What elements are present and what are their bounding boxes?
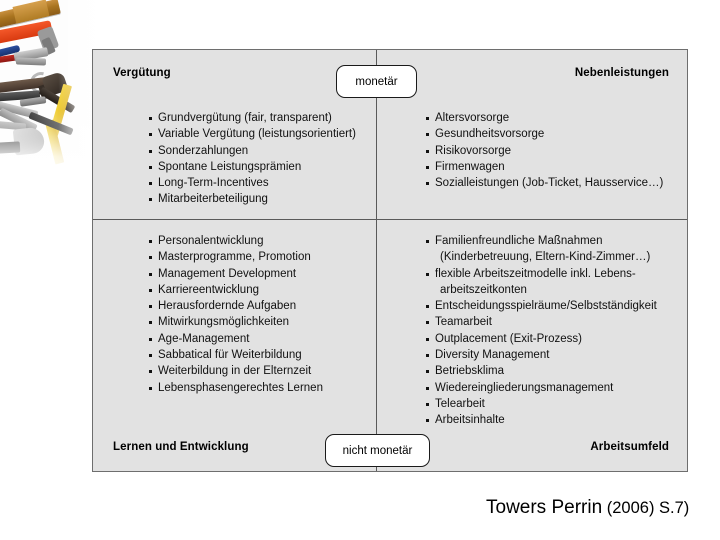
vertical-divider — [376, 50, 377, 471]
caption-detail: (2006) S.7) — [602, 499, 690, 517]
list-item: Sonderzahlungen — [149, 143, 356, 159]
list-item: Mitarbeiterbeteiligung — [149, 191, 356, 207]
caption-source: Towers Perrin — [486, 497, 603, 518]
list-item: Teamarbeit — [426, 314, 657, 330]
quadrant-label-lernen-und-entwicklung: Lernen und Entwicklung — [113, 441, 249, 453]
axis-pill-monetaer: monetär — [336, 65, 417, 98]
list-item: Wiedereingliederungsmanagement — [426, 380, 657, 396]
list-item: Outplacement (Exit-Prozess) — [426, 331, 657, 347]
list-item: Karriereentwicklung — [149, 282, 323, 298]
total-reward-matrix: Vergütung Nebenleistungen Lernen und Ent… — [92, 49, 688, 472]
list-item: Grundvergütung (fair, transparent) — [149, 110, 356, 126]
list-item: Spontane Leistungsprämien — [149, 159, 356, 175]
list-item: Entscheidungsspielräume/Selbstständigkei… — [426, 298, 657, 314]
list-item: Familienfreundliche Maßnahmen — [426, 233, 657, 249]
list-item: Lebensphasengerechtes Lernen — [149, 380, 323, 396]
quadrant-label-nebenleistungen: Nebenleistungen — [574, 67, 669, 79]
list-item: arbeitszeitkonten — [440, 283, 527, 296]
list-item: Variable Vergütung (leistungsorientiert) — [149, 126, 356, 142]
list-item: Altersvorsorge — [426, 110, 663, 126]
list-item: Mitwirkungsmöglichkeiten — [149, 314, 323, 330]
horizontal-divider — [93, 219, 687, 220]
quadrant-list-arbeitsumfeld: Familienfreundliche Maßnahmen (Kinderbetr… — [426, 233, 657, 429]
list-item: (Kinderbetreuung, Eltern-Kind-Zimmer…) — [440, 251, 651, 264]
tools-photograph — [0, 0, 106, 178]
list-item: Gesundheitsvorsorge — [426, 126, 663, 142]
list-item: Sozialleistungen (Job-Ticket, Hausservic… — [426, 175, 663, 191]
list-item: Firmenwagen — [426, 159, 663, 175]
list-item: Sabbatical für Weiterbildung — [149, 347, 323, 363]
quadrant-label-arbeitsumfeld: Arbeitsumfeld — [590, 441, 669, 453]
quadrant-label-verguetung: Vergütung — [113, 67, 171, 79]
list-item: Management Development — [149, 266, 323, 282]
source-caption: Towers Perrin (2006) S.7) — [486, 497, 689, 519]
list-item: Weiterbildung in der Elternzeit — [149, 363, 323, 379]
list-item: flexible Arbeitszeitmodelle inkl. Lebens… — [426, 266, 657, 282]
quadrant-list-verguetung: Grundvergütung (fair, transparent)Variab… — [149, 110, 356, 208]
list-item: Telearbeit — [426, 396, 657, 412]
list-item: Personalentwicklung — [149, 233, 323, 249]
list-item: Herausfordernde Aufgaben — [149, 298, 323, 314]
list-item: Betriebsklima — [426, 363, 657, 379]
list-item: Diversity Management — [426, 347, 657, 363]
axis-pill-nicht-monetaer: nicht monetär — [325, 434, 430, 467]
photo-fade-overlay — [0, 0, 106, 178]
list-item: Long-Term-Incentives — [149, 175, 356, 191]
list-item: Age-Management — [149, 331, 323, 347]
list-item: Arbeitsinhalte — [426, 412, 657, 428]
list-item: Risikovorsorge — [426, 143, 663, 159]
list-item: Masterprogramme, Promotion — [149, 249, 323, 265]
